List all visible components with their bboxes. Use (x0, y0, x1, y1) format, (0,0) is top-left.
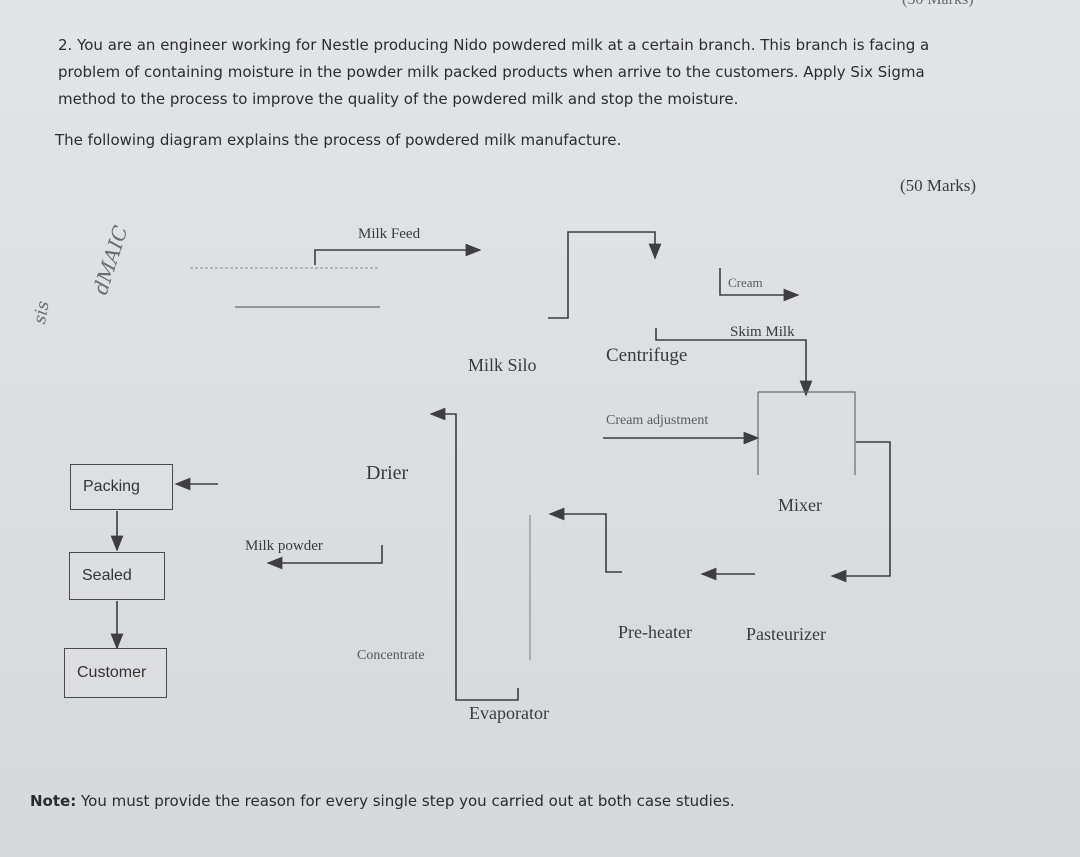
milk-feed-label: Milk Feed (358, 226, 421, 242)
cream-adjustment-label: Cream adjustment (606, 413, 709, 428)
concentrate-label: Concentrate (357, 648, 425, 663)
marks-label: (50 Marks) (900, 176, 977, 195)
milk-powder-label: Milk powder (245, 538, 323, 554)
header-marks: (50 Marks) (902, 0, 974, 9)
note-label: Note: (30, 792, 77, 810)
diagram-intro: The following diagram explains the proce… (55, 131, 622, 149)
packing-box: Packing (70, 464, 173, 510)
centrifuge-label: Centrifuge (606, 345, 688, 366)
customer-label: Customer (77, 664, 147, 681)
milk-silo-label: Milk Silo (468, 355, 537, 375)
evaporator-label: Evaporator (469, 703, 549, 723)
mixer-label: Mixer (778, 495, 822, 515)
skim-milk-label: Skim Milk (730, 324, 795, 340)
question-line-3: method to the process to improve the qua… (58, 90, 739, 108)
packing-label: Packing (83, 478, 140, 495)
customer-box: Customer (64, 648, 167, 698)
note: Note: You must provide the reason for ev… (30, 792, 735, 810)
drier-label: Drier (366, 462, 409, 484)
note-text: You must provide the reason for every si… (80, 792, 735, 810)
question-line-1: 2. You are an engineer working for Nestl… (58, 36, 930, 54)
cream-label: Cream (728, 275, 763, 290)
pasteurizer-label: Pasteurizer (746, 624, 826, 644)
sealed-label: Sealed (82, 567, 132, 584)
pre-heater-label: Pre-heater (618, 622, 692, 642)
question-line-2: problem of containing moisture in the po… (58, 63, 925, 81)
sealed-box: Sealed (69, 552, 165, 600)
